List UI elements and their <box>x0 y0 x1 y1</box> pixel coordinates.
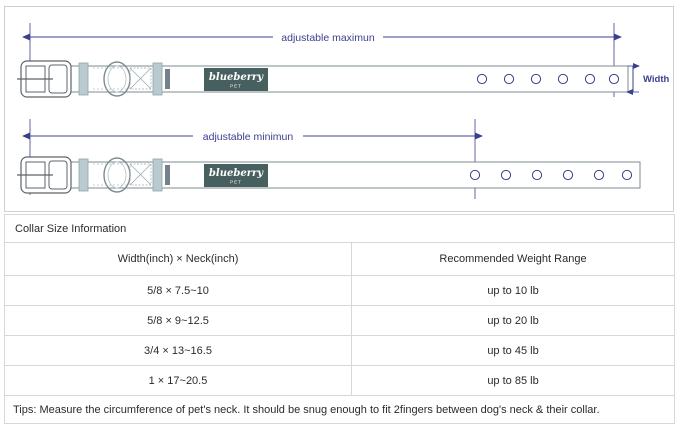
cell-size: 3/4 × 13~16.5 <box>4 335 352 366</box>
top-d-ring-inner <box>107 65 127 93</box>
top-hole-4 <box>557 73 569 85</box>
cell-weight: up to 45 lb <box>351 335 675 366</box>
adjustable-maximum-label: adjustable maximun <box>281 32 375 44</box>
table-row: 3/4 × 13~16.5 up to 45 lb <box>4 335 675 366</box>
top-keeper-loop-1 <box>78 62 89 96</box>
top-keeper-loop-2 <box>152 62 163 96</box>
table-title-row: Collar Size Information <box>4 214 675 243</box>
column-header-weight: Recommended Weight Range <box>351 242 675 276</box>
adjustable-minimum-label: adjustable minimun <box>203 131 294 143</box>
table-title: Collar Size Information <box>4 214 675 243</box>
top-stitch-x-b <box>129 67 152 90</box>
bottom-stitch-x-b <box>129 163 152 186</box>
top-collar-group: adjustable maximun <box>17 23 669 98</box>
table-row: 1 × 17~20.5 up to 85 lb <box>4 365 675 396</box>
cell-size: 5/8 × 7.5~10 <box>4 275 352 306</box>
top-care-label-icon <box>165 69 170 89</box>
top-hole-6 <box>608 73 620 85</box>
cell-size: 1 × 17~20.5 <box>4 365 352 396</box>
bottom-keeper-loop-2 <box>152 158 163 192</box>
top-brand-patch <box>204 68 268 91</box>
table-row: 5/8 × 7.5~10 up to 10 lb <box>4 275 675 306</box>
bottom-brand-name: blueberry <box>209 168 264 179</box>
table-tips-row: Tips: Measure the circumference of pet's… <box>4 395 675 424</box>
cell-weight: up to 85 lb <box>351 365 675 396</box>
cell-weight: up to 10 lb <box>351 275 675 306</box>
top-strap-body <box>26 65 629 93</box>
bottom-hole-6 <box>621 169 633 181</box>
bottom-hole-2 <box>500 169 512 181</box>
bottom-d-ring <box>103 157 131 193</box>
bottom-keeper-loop-1 <box>78 158 89 192</box>
bottom-hole-row <box>469 169 633 181</box>
bottom-strap-body <box>26 161 641 189</box>
bottom-hole-1 <box>469 169 481 181</box>
bottom-brand-sub: PET <box>230 180 242 185</box>
bottom-hole-3 <box>531 169 543 181</box>
bottom-collar-group: adjustable minimun blueberry PET <box>17 119 641 199</box>
collar-size-table: Collar Size Information Width(inch) × Ne… <box>4 214 675 424</box>
column-header-size: Width(inch) × Neck(inch) <box>4 242 352 276</box>
top-hole-2 <box>503 73 515 85</box>
bottom-brand-patch <box>204 164 268 187</box>
top-brand-name: blueberry <box>209 72 264 83</box>
cell-weight: up to 20 lb <box>351 305 675 336</box>
bottom-hole-4 <box>562 169 574 181</box>
table-row: 5/8 × 9~12.5 up to 20 lb <box>4 305 675 336</box>
top-hole-5 <box>584 73 596 85</box>
collar-diagram-panel: adjustable maximun <box>4 6 674 212</box>
width-label: Width <box>643 74 669 85</box>
top-d-ring <box>103 61 131 97</box>
top-brand-sub: PET <box>230 84 242 89</box>
bottom-care-label-icon <box>165 165 170 185</box>
bottom-d-ring-inner <box>107 161 127 189</box>
top-stitch-box <box>129 67 152 90</box>
bottom-stitch-box <box>129 163 152 186</box>
top-hole-1 <box>476 73 488 85</box>
table-header-row: Width(inch) × Neck(inch) Recommended Wei… <box>4 242 675 276</box>
tips-text: Tips: Measure the circumference of pet's… <box>4 395 675 424</box>
top-hole-3 <box>530 73 542 85</box>
cell-size: 5/8 × 9~12.5 <box>4 305 352 336</box>
bottom-hole-5 <box>593 169 605 181</box>
top-hole-row <box>476 73 620 85</box>
collar-diagram-svg: adjustable maximun <box>17 23 669 199</box>
